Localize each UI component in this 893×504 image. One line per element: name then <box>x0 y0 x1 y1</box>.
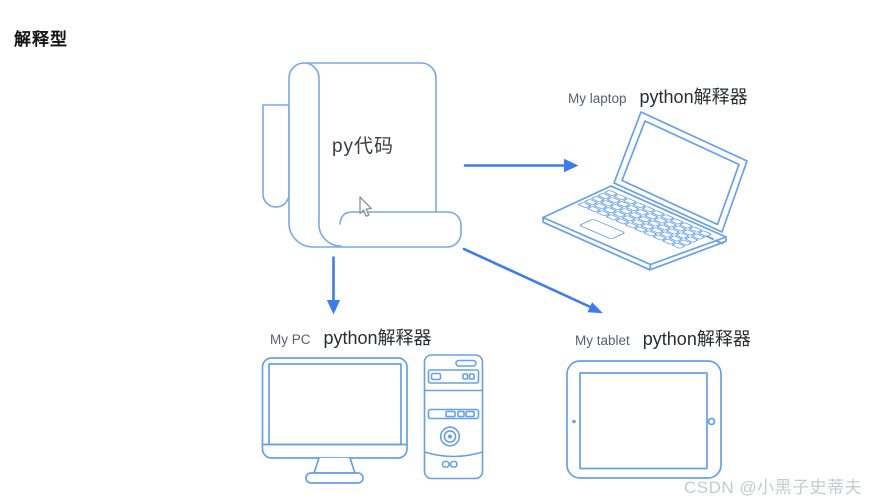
laptop-interpreter: python解释器 <box>639 87 748 107</box>
scroll-icon <box>262 62 462 248</box>
cursor-icon <box>359 196 372 217</box>
laptop-icon <box>542 111 748 271</box>
tablet-interpreter: python解释器 <box>642 329 751 349</box>
laptop-keyboard <box>577 190 712 249</box>
arrow-to-tablet <box>462 247 603 314</box>
laptop-touchpad <box>579 219 625 239</box>
laptop-label: My laptop python解释器 <box>568 83 748 109</box>
pc-name: My PC <box>270 332 311 347</box>
tablet-icon <box>566 360 722 479</box>
tablet-label: My tablet python解释器 <box>575 325 751 351</box>
watermark: CSDN @小黑子史蒂夫 <box>684 478 863 497</box>
desktop-monitor-icon <box>261 357 408 484</box>
pc-label: My PC python解释器 <box>270 324 432 350</box>
py-code-label: py代码 <box>331 136 395 157</box>
pc-interpreter: python解释器 <box>323 328 432 348</box>
laptop-name: My laptop <box>568 91 627 106</box>
arrow-to-pc <box>326 256 341 315</box>
tablet-home-button <box>707 417 716 426</box>
arrow-to-laptop <box>463 158 579 173</box>
tablet-camera-dot <box>572 419 576 424</box>
desktop-tower-icon <box>423 354 484 480</box>
tablet-name: My tablet <box>575 333 630 348</box>
page-title: 解释型 <box>14 30 68 49</box>
